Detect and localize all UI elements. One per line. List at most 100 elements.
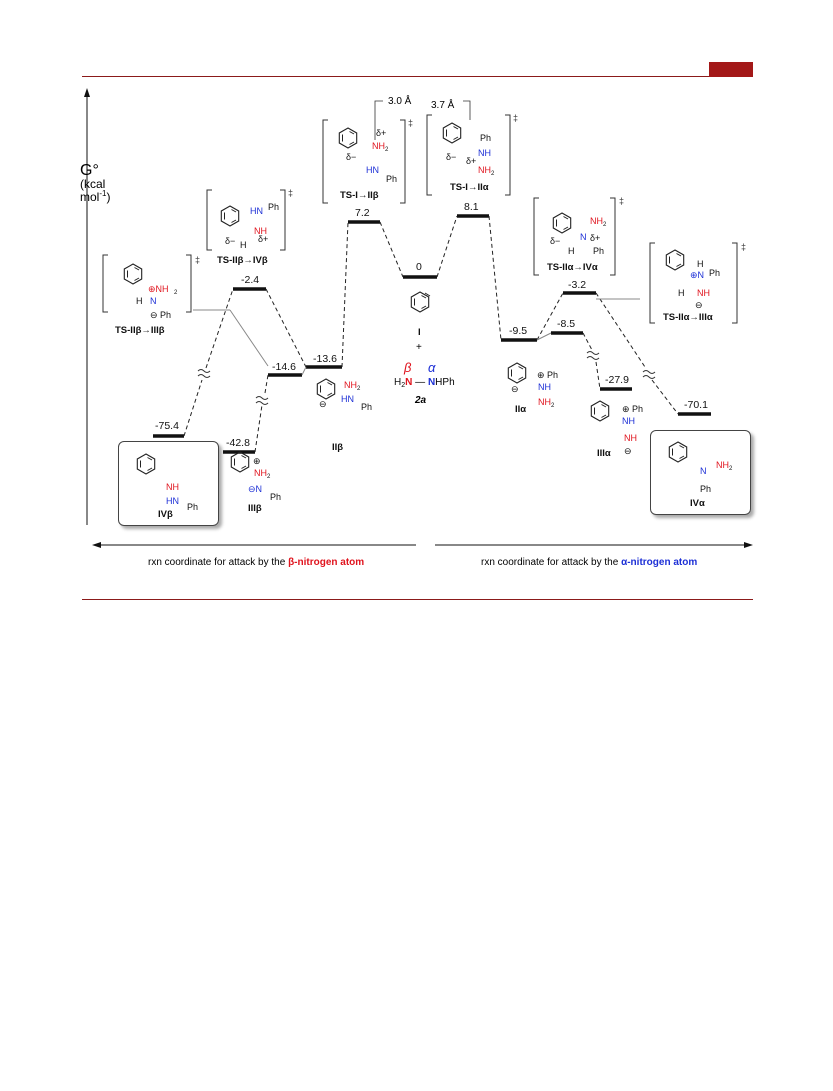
label-ts-IIb-IVb: TS-IIβ→IVβ — [217, 255, 268, 266]
svg-text:HN: HN — [366, 165, 379, 175]
svg-text:N: N — [580, 232, 587, 242]
distance-alpha: 3.7 Å — [431, 98, 455, 111]
svg-text:H: H — [568, 246, 575, 256]
svg-text:2: 2 — [491, 171, 495, 177]
svg-text:NH: NH — [697, 288, 710, 298]
svg-text:⊖ Ph: ⊖ Ph — [150, 310, 171, 320]
label-IIIa: IIIα — [597, 448, 611, 459]
svg-text:‡: ‡ — [513, 113, 518, 123]
label-IVa: IVα — [690, 498, 705, 509]
value-IVa: -70.1 — [684, 399, 708, 411]
reagent-2a-label: 2a — [414, 395, 427, 406]
product-box-IVb — [118, 441, 219, 526]
svg-text:Ph: Ph — [270, 492, 281, 502]
svg-text:NH: NH — [622, 416, 635, 426]
svg-text:Ph: Ph — [480, 133, 491, 143]
axis-unit-line1: (kcal — [80, 177, 105, 191]
svg-text:⊕ Ph: ⊕ Ph — [622, 404, 643, 414]
svg-text:2: 2 — [603, 222, 607, 228]
svg-text:δ−: δ− — [346, 152, 356, 162]
value-TS-IIa-IVa: -3.2 — [568, 279, 586, 291]
svg-text:Ph: Ph — [187, 502, 198, 512]
svg-text:Ph: Ph — [709, 268, 720, 278]
svg-text:⊖: ⊖ — [511, 384, 519, 394]
svg-text:⊖: ⊖ — [695, 300, 703, 310]
footer-rule — [82, 599, 753, 600]
value-TS-IIb-IVb: -2.4 — [241, 274, 259, 286]
label-IVb: IVβ — [158, 509, 173, 520]
beta-symbol: β — [403, 360, 412, 375]
svg-text:H: H — [136, 296, 143, 306]
axis-unit-close: ) — [106, 190, 110, 204]
value-TS-I-IIa: 8.1 — [464, 201, 479, 213]
svg-text:NH: NH — [716, 460, 729, 470]
svg-text:H: H — [240, 240, 247, 250]
value-IIIa: -27.9 — [605, 374, 629, 386]
label-IIIb: IIIβ — [248, 503, 262, 514]
svg-text:2: 2 — [267, 474, 271, 480]
svg-text:Ph: Ph — [700, 484, 711, 494]
svg-text:NH: NH — [166, 482, 179, 492]
svg-text:NH: NH — [624, 433, 637, 443]
svg-text:NH: NH — [478, 165, 491, 175]
value-TS-IIb-IIIb: -14.6 — [272, 361, 296, 373]
axis-unit-mol: mol — [80, 190, 99, 204]
svg-text:NH: NH — [372, 141, 385, 151]
label-ts-I-IIb: TS-I→IIβ — [340, 190, 379, 201]
value-TS-IIa-IIIa: -8.5 — [557, 318, 575, 330]
value-IIb: -13.6 — [313, 353, 337, 365]
label-IIa: IIα — [515, 404, 526, 415]
value-I: 0 — [416, 261, 422, 273]
svg-text:NH: NH — [344, 380, 357, 390]
svg-text:NH: NH — [254, 226, 267, 236]
svg-text:Ph: Ph — [386, 174, 397, 184]
svg-text:H: H — [678, 288, 685, 298]
svg-text:⊕ Ph: ⊕ Ph — [537, 370, 558, 380]
svg-text:rxn coordinate for attack by t: rxn coordinate for attack by the β-nitro… — [148, 557, 364, 568]
svg-text:δ+: δ+ — [466, 156, 476, 166]
axis-g-label: G° — [80, 162, 99, 179]
svg-text:NH: NH — [478, 148, 491, 158]
svg-text:H2N — NHPh: H2N — NHPh — [394, 377, 455, 389]
svg-text:‡: ‡ — [195, 255, 200, 265]
label-ts-I-IIa: TS-I→IIα — [450, 182, 489, 193]
plus-sign: + — [416, 342, 422, 353]
svg-text:‡: ‡ — [741, 242, 746, 252]
axis-left-highlight: β-nitrogen atom — [288, 557, 364, 568]
svg-text:HN: HN — [250, 206, 263, 216]
label-ts-IIa-IIIa: TS-IIα→IIIα — [663, 312, 713, 323]
svg-text:NH: NH — [254, 468, 267, 478]
svg-text:δ+: δ+ — [376, 128, 386, 138]
axis-left-text: rxn coordinate for attack by the — [148, 557, 288, 568]
svg-text:2: 2 — [174, 290, 178, 296]
benzyne-structure — [410, 291, 431, 313]
product-box-IVa — [650, 430, 751, 515]
svg-text:2: 2 — [385, 147, 389, 153]
svg-text:HN: HN — [166, 496, 179, 506]
svg-text:‡: ‡ — [408, 118, 413, 128]
svg-text:Ph: Ph — [593, 246, 604, 256]
svg-text:⊖: ⊖ — [624, 446, 632, 456]
label-ts-IIa-IVa: TS-IIα→IVα — [547, 262, 598, 273]
svg-text:⊕N: ⊕N — [690, 270, 704, 280]
page-badge — [709, 62, 753, 77]
value-TS-I-IIb: 7.2 — [355, 207, 370, 219]
svg-text:⊖: ⊖ — [319, 399, 327, 409]
alpha-symbol: α — [428, 360, 436, 375]
header-rule — [82, 76, 753, 77]
svg-text:rxn coordinate for attack by t: rxn coordinate for attack by the α-nitro… — [481, 557, 697, 568]
label-IIb: IIβ — [332, 442, 343, 453]
svg-text:Ph: Ph — [268, 202, 279, 212]
svg-text:⊖N: ⊖N — [248, 484, 262, 494]
svg-text:δ+: δ+ — [590, 233, 600, 243]
svg-text:⊕: ⊕ — [253, 456, 261, 466]
svg-text:‡: ‡ — [619, 196, 624, 206]
svg-text:‡: ‡ — [288, 188, 293, 198]
svg-text:N: N — [700, 466, 707, 476]
svg-text:δ−: δ− — [225, 236, 235, 246]
svg-text:⊕NH: ⊕NH — [148, 284, 169, 294]
axis-right-text: rxn coordinate for attack by the — [481, 557, 621, 568]
svg-text:HN: HN — [341, 394, 354, 404]
svg-text:Ph: Ph — [361, 402, 372, 412]
